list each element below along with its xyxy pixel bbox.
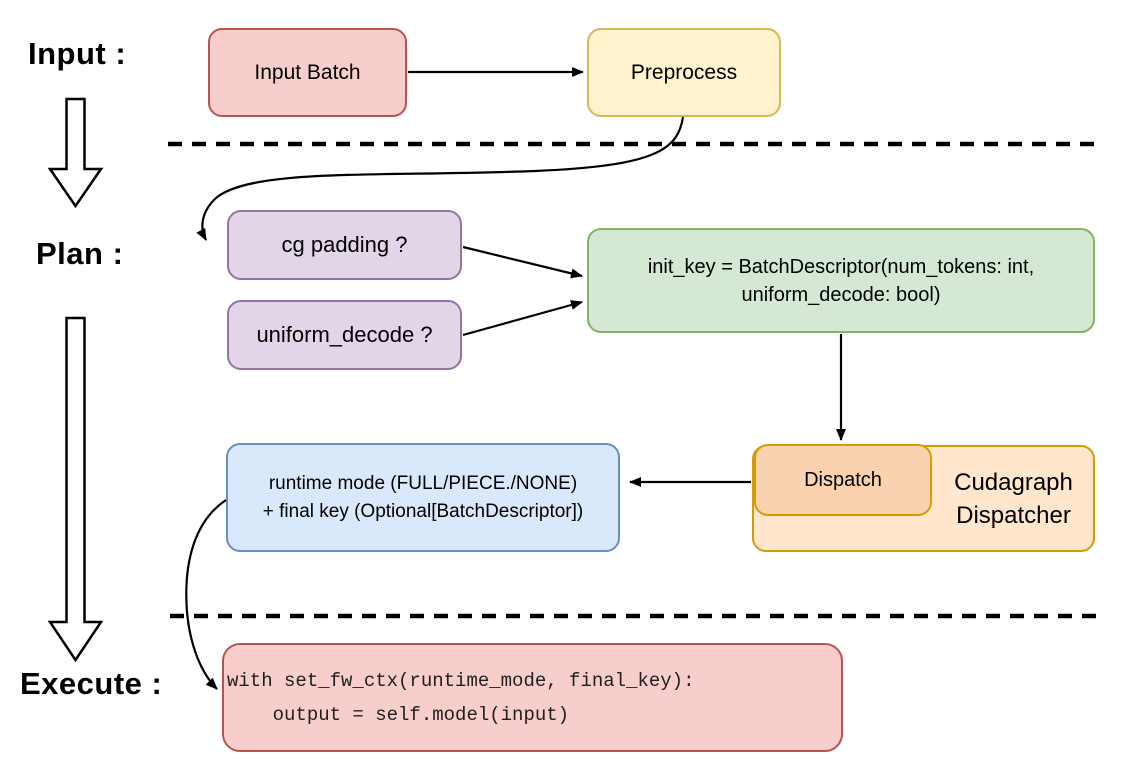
node-uniform-decode-label: uniform_decode ? xyxy=(256,322,433,347)
stage-label-input: Input : xyxy=(28,36,127,71)
node-execute-code: with set_fw_ctx(runtime_mode, final_key)… xyxy=(222,643,843,752)
node-dispatch: Dispatch xyxy=(754,444,932,516)
flow-arrow-input-to-plan xyxy=(47,97,104,209)
arrow-runtime-mode-to-execute-code xyxy=(185,499,227,690)
cudagraph-line1: Cudagraph xyxy=(954,468,1073,496)
node-runtime-mode-line2: + final key (Optional[BatchDescriptor]) xyxy=(262,500,584,522)
arrow-uniform-decode-to-init-key xyxy=(462,300,583,337)
node-execute-code-line2: output = self.model(input) xyxy=(227,703,570,726)
node-preprocess-label: Preprocess xyxy=(630,60,738,84)
node-cg-padding: cg padding ? xyxy=(227,210,462,280)
node-cg-padding-label: cg padding ? xyxy=(281,232,408,257)
node-init-key: init_key = BatchDescriptor(num_tokens: i… xyxy=(587,228,1095,333)
flow-arrow-plan-to-execute xyxy=(47,316,104,663)
node-runtime-mode: runtime mode (FULL/PIECE./NONE) + final … xyxy=(226,443,620,552)
node-preprocess: Preprocess xyxy=(587,28,781,117)
node-init-key-line1: init_key = BatchDescriptor(num_tokens: i… xyxy=(647,255,1035,278)
node-dispatch-label: Dispatch xyxy=(804,468,882,491)
node-init-key-line2: uniform_decode: bool) xyxy=(741,283,941,306)
stage-label-plan: Plan : xyxy=(36,236,124,271)
stage-label-execute: Execute : xyxy=(20,666,163,701)
node-input-batch-label: Input Batch xyxy=(254,60,361,84)
node-input-batch: Input Batch xyxy=(208,28,407,117)
node-execute-code-line1: with set_fw_ctx(runtime_mode, final_key)… xyxy=(227,669,695,692)
arrow-cg-padding-to-init-key xyxy=(462,245,583,279)
node-uniform-decode: uniform_decode ? xyxy=(227,300,462,370)
node-cudagraph-dispatcher-label: Cudagraph Dispatcher xyxy=(932,445,1095,552)
cudagraph-line2: Dispatcher xyxy=(956,501,1071,529)
node-runtime-mode-line1: runtime mode (FULL/PIECE./NONE) xyxy=(268,472,578,494)
